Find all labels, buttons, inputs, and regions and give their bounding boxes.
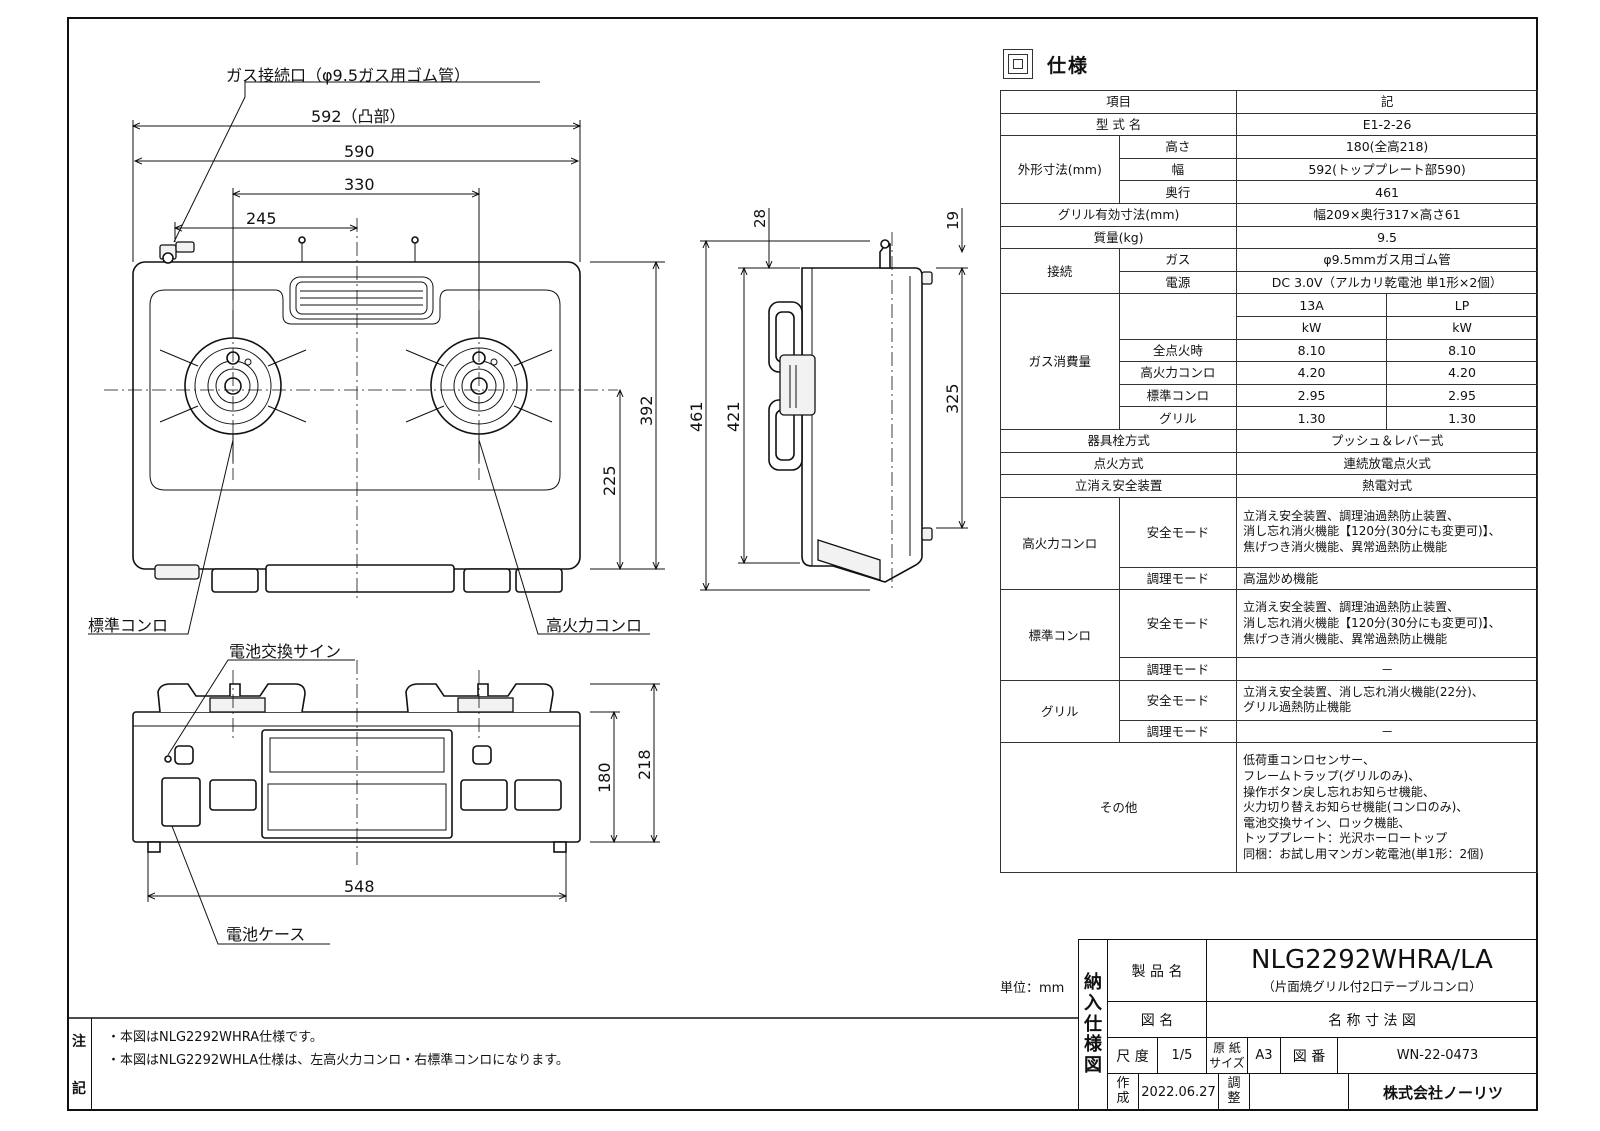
scale-value: 1/5 [1157,1037,1207,1074]
notes-list: ・本図はNLG2292WHRA仕様です。 ・本図はNLG2292WHLA仕様は、… [107,1026,569,1073]
spec-title: 仕様 [1047,54,1090,77]
table-row: 点火方式 連続放電点火式 [999,451,1538,476]
drawing-name-label: 図 名 [1107,1001,1207,1038]
table-row: グリル 安全モード 立消え安全装置、消し忘れ消火機能(22分)、 グリル過熱防止… [1000,679,1538,744]
model-description: （片面焼グリル付2口テーブルコンロ） [1262,978,1482,994]
table-row: グリル有効寸法(mm) 幅209×奥行317×高さ61 [999,202,1538,227]
high-power-burner-label: 高火力コンロ [546,616,642,635]
gas-connector [159,241,195,264]
gas-connection-leader [173,80,246,243]
table-row: 立消え安全装置 熱電対式 [999,474,1538,498]
product-name-label: 製 品 名 [1107,939,1207,1002]
spec-header: 仕様 [1003,46,1089,82]
table-row: 全点火時 8.10 8.10 [1001,338,1538,363]
table-row: ガス消費量 13A LP [1000,293,1538,430]
dim-225: 225 [600,465,619,496]
company-logo: 株式会社ノーリツ [1348,1073,1538,1111]
table-row: 電源 DC 3.0V（アルカリ乾電池 単1形×2個） [1001,270,1538,295]
battery-case-label: 電池ケース [226,925,305,944]
dim-421: 421 [724,401,743,432]
dim-180: 180 [595,762,614,793]
high-power-burner-leader [478,439,650,635]
dim-592: 592（凸部） [311,107,406,126]
top-view [88,80,665,635]
dim-330: 330 [344,175,375,194]
title-vertical: 納 入 仕 様 図 [1078,939,1108,1111]
unit-label: 単位：mm [1000,981,1065,996]
table-row: 質量(kg) 9.5 [999,225,1538,250]
table-row: その他 低荷重コンロセンサー、 フレームトラップ(グリルのみ)、 操作ボタン戻し… [999,742,1538,874]
table-row: 幅 592(トッププレート部590) [1001,157,1538,182]
model-number: NLG2292WHRA/LA [1251,944,1493,975]
top-plate-recess [149,289,561,491]
dim-392: 392 [637,395,656,426]
battery-case-leader [171,825,330,945]
battery-sign-label: 電池交換サイン [229,642,341,661]
table-row: 項目 記 [999,90,1538,114]
dim-548: 548 [344,877,375,896]
vent-slots [300,290,423,306]
dim-19: 19 [944,211,962,230]
made-label: 作 成 [1107,1073,1139,1111]
dim-245: 245 [246,209,277,228]
drawing-name-value: 名 称 寸 法 図 [1206,1001,1538,1038]
header-item: 項目 [999,90,1238,114]
table-row: 調理モード － [1001,657,1538,681]
front-controls-top [154,564,563,593]
dim-28: 28 [751,209,769,228]
dim-325: 325 [943,383,962,414]
made-date: 2022.06.27 [1138,1073,1219,1111]
spec-table: 項目 記 型 式 名 E1-2-26 外形寸法(mm) 高さ 180(全高218… [999,90,1538,874]
notes: 注 記 ・本図はNLG2292WHRA仕様です。 ・本図はNLG2292WHLA… [67,1018,1079,1111]
note-item: ・本図はNLG2292WHRA仕様です。 [107,1030,323,1045]
front-view [132,659,660,945]
gas-connection-label: ガス接続口（φ9.5ガス用ゴム管） [226,66,470,85]
notes-label: 注 記 [67,1018,92,1111]
standard-burner-leader [88,439,234,635]
dim-218: 218 [635,749,654,780]
adjust-label: 調 整 [1218,1073,1250,1111]
header-value: 記 [1236,90,1538,114]
table-row: 器具栓方式 プッシュ＆レバー式 [999,428,1538,453]
adjust-value [1249,1073,1349,1111]
scale-label: 尺 度 [1107,1037,1158,1074]
paper-size-value: A3 [1247,1037,1281,1074]
dim-461: 461 [687,401,706,432]
table-row: 高火力コンロ 4.20 4.20 [1001,361,1538,385]
paper-size-label: 原 紙 サイズ [1206,1037,1248,1074]
standard-burner-label: 標準コンロ [88,616,168,635]
drawing-number-value: WN-22-0473 [1337,1037,1538,1074]
note-item: ・本図はNLG2292WHLA仕様は、左高火力コンロ・右標準コンロになります。 [107,1053,569,1069]
drawing-number-label: 図 番 [1280,1037,1338,1074]
product-name-value: NLG2292WHRA/LA （片面焼グリル付2口テーブルコンロ） [1206,939,1538,1002]
section-square-icon [1003,49,1033,79]
table-row: 型 式 名 E1-2-26 [999,112,1538,137]
table-row: 高火力コンロ 安全モード 立消え安全装置、調理油過熱防止装置、 消し忘れ消火機能… [1000,496,1538,591]
title-block: 納 入 仕 様 図 製 品 名 NLG2292WHRA/LA （片面焼グリル付2… [1078,939,1538,1111]
table-row: 外形寸法(mm) 高さ 180(全高218) [1000,135,1538,204]
grill-vent [289,276,434,320]
table-row: 接続 ガス φ9.5mmガス用ゴム管 [1000,248,1538,295]
side-view [700,208,968,590]
table-row: 標準コンロ 安全モード 立消え安全装置、調理油過熱防止装置、 消し忘れ消火機能【… [1000,589,1538,681]
battery-sign-leader [167,659,355,756]
dim-590: 590 [344,142,375,161]
table-row: グリル 1.30 1.30 [1001,406,1538,430]
